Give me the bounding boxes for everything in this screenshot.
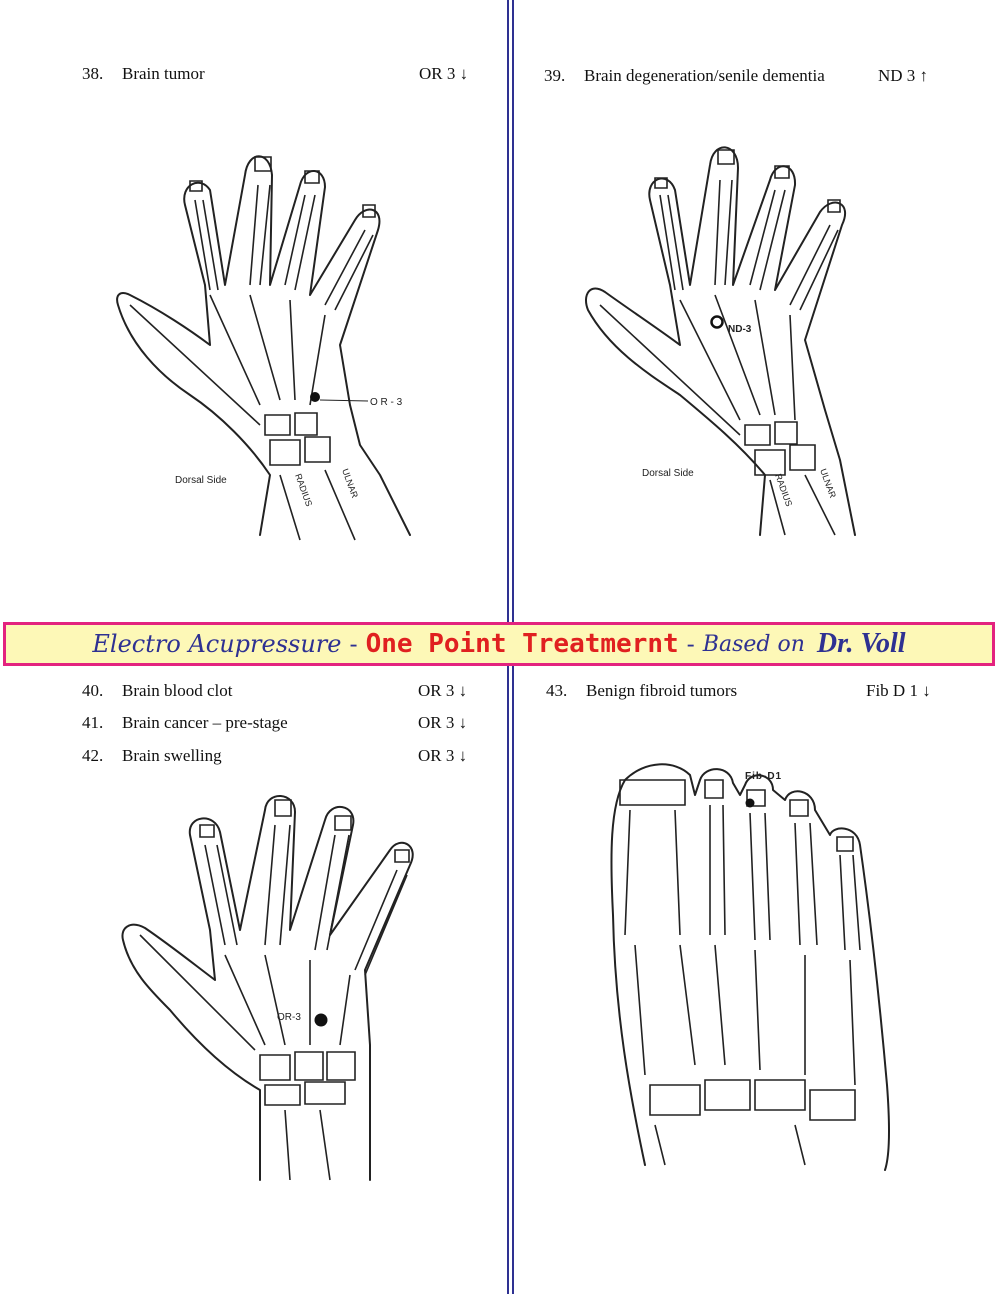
nd3-point-marker bbox=[710, 315, 724, 329]
banner-based-on: Based on bbox=[702, 631, 805, 657]
finger-bones bbox=[129, 156, 376, 541]
finger-bones bbox=[599, 149, 841, 536]
hand-diagram-or3: O R - 3 Dorsal Side RADIUS ULNAR bbox=[116, 155, 411, 541]
entry-40: 40. Brain blood clot OR 3 ↓ bbox=[82, 681, 482, 701]
entry-condition: Brain swelling bbox=[122, 746, 222, 765]
entry-condition: Brain tumor bbox=[122, 64, 205, 83]
point-label: ND-3 bbox=[728, 324, 752, 335]
entry-number: 41. bbox=[82, 713, 104, 732]
entry-number: 43. bbox=[546, 681, 568, 700]
banner-author: Dr. Voll bbox=[816, 628, 906, 659]
entry-point-code: ND 3 ↑ bbox=[878, 66, 929, 85]
banner-part-electro: Electro Acupressure bbox=[92, 630, 342, 658]
entry-number: 40. bbox=[82, 681, 104, 700]
banner-title: One Point Treatmernt bbox=[365, 629, 679, 659]
radius-label: RADIUS bbox=[293, 472, 314, 507]
entry-39: 39. Brain degeneration/senile dementia N… bbox=[544, 66, 944, 86]
entry-condition: Brain degeneration/senile dementia bbox=[584, 66, 825, 85]
point-label: OR-3 bbox=[277, 1012, 301, 1023]
toe-bones bbox=[619, 779, 861, 1166]
hand-outline bbox=[116, 155, 411, 536]
entry-number: 39. bbox=[544, 66, 566, 85]
entry-41: 41. Brain cancer – pre-stage OR 3 ↓ bbox=[82, 713, 482, 733]
hand-outline bbox=[585, 146, 856, 536]
foot-diagram-fibd1: Fib-D1 bbox=[610, 763, 891, 1171]
side-label: Dorsal Side bbox=[175, 475, 227, 486]
ulnar-label: ULNAR bbox=[818, 467, 838, 500]
finger-bones bbox=[139, 799, 410, 1181]
or3-point-marker bbox=[314, 1013, 328, 1027]
fibd1-point-marker bbox=[745, 798, 755, 808]
point-label: Fib-D1 bbox=[745, 771, 782, 782]
entry-condition: Brain blood clot bbox=[122, 681, 233, 700]
hand-diagram-nd3: ND-3 Dorsal Side RADIUS ULNAR bbox=[585, 146, 856, 536]
entry-point-code: OR 3 ↓ bbox=[418, 681, 468, 700]
banner-separator: - bbox=[686, 630, 695, 658]
or3-point-marker bbox=[310, 392, 320, 402]
point-label: O R - 3 bbox=[370, 397, 403, 408]
entry-condition: Benign fibroid tumors bbox=[586, 681, 738, 700]
entry-38: 38. Brain tumor OR 3 ↓ bbox=[82, 64, 482, 84]
banner-separator: - bbox=[349, 630, 358, 658]
ulnar-label: ULNAR bbox=[340, 467, 360, 500]
entry-42: 42. Brain swelling OR 3 ↓ bbox=[82, 746, 482, 766]
entry-number: 38. bbox=[82, 64, 104, 83]
entry-point-code: Fib D 1 ↓ bbox=[866, 681, 931, 700]
side-label: Dorsal Side bbox=[642, 468, 694, 479]
hand-outline bbox=[121, 795, 414, 1181]
entry-number: 42. bbox=[82, 746, 104, 765]
entry-43: 43. Benign fibroid tumors Fib D 1 ↓ bbox=[546, 681, 946, 701]
hand-diagram-or3-palm: OR-3 bbox=[121, 795, 414, 1181]
entry-point-code: OR 3 ↓ bbox=[418, 746, 468, 765]
title-banner: Electro Acupressure - One Point Treatmer… bbox=[3, 622, 995, 666]
entry-condition: Brain cancer – pre-stage bbox=[122, 713, 288, 732]
pointer-line bbox=[319, 399, 369, 402]
foot-outline bbox=[610, 763, 891, 1171]
entry-point-code: OR 3 ↓ bbox=[418, 713, 468, 732]
entry-point-code: OR 3 ↓ bbox=[419, 64, 469, 83]
